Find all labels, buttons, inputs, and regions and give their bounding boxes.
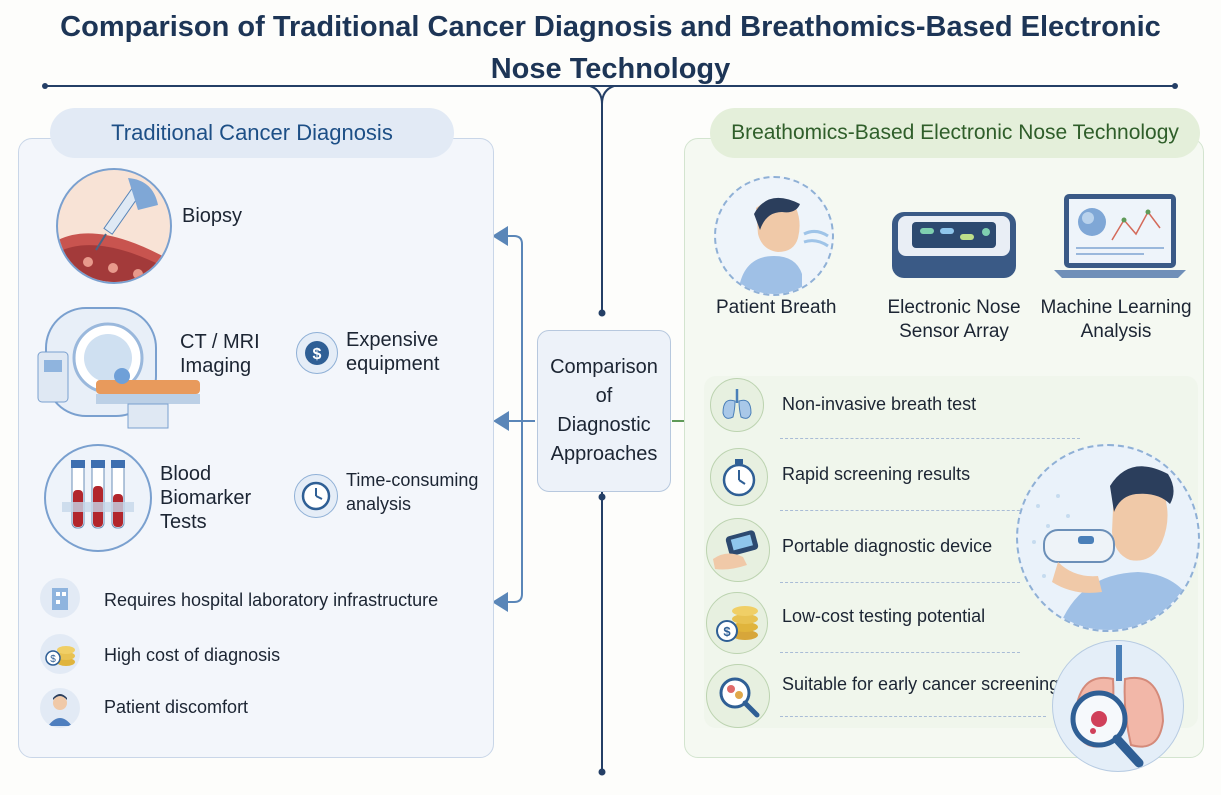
time-line-2: analysis	[346, 494, 412, 514]
electronic-nose-icon	[890, 208, 1018, 282]
center-line-1: Comparison	[550, 356, 658, 378]
hospital-icon	[40, 578, 80, 618]
portable-device-icon	[706, 518, 770, 582]
ct-mri-label: CT / MRI Imaging	[180, 330, 260, 378]
stopwatch-icon	[710, 448, 768, 506]
feature-non-invasive: Non-invasive breath test	[782, 394, 977, 414]
biopsy-icon	[56, 168, 172, 284]
feature-portable: Portable diagnostic device	[782, 536, 993, 556]
blood-label: Blood Biomarker Tests	[160, 462, 251, 534]
expensive-line-1: Expensive	[346, 329, 439, 351]
lungs-magnifier-illustration	[1052, 640, 1184, 772]
biopsy-label: Biopsy	[182, 205, 243, 227]
center-line-2: of	[595, 385, 613, 407]
svg-text:$: $	[313, 346, 322, 363]
breathomics-heading: Breathomics-Based Electronic Nose Techno…	[710, 108, 1200, 158]
feature-low-cost: Low-cost testing potential	[782, 606, 986, 626]
patient-icon	[40, 688, 80, 728]
left-bracket	[498, 235, 535, 603]
blood-line-1: Blood	[160, 463, 212, 485]
feature-rapid: Rapid screening results	[782, 464, 971, 484]
divider	[780, 582, 1020, 583]
divider	[780, 716, 1046, 717]
svg-text:$: $	[50, 654, 56, 665]
bullet-cost: High cost of diagnosis	[104, 645, 281, 665]
step2-line-1: Electronic Nose	[887, 297, 1021, 318]
coins-icon: $	[40, 634, 80, 674]
blood-line-2: Biomarker	[160, 487, 252, 509]
divider	[780, 438, 1080, 439]
patient-breath-icon	[714, 176, 834, 296]
bullet-discomfort: Patient discomfort	[104, 697, 249, 717]
coins-icon: $	[706, 592, 768, 654]
svg-text:$: $	[723, 624, 731, 639]
dollar-icon: $	[296, 332, 338, 374]
patient-inhaler-illustration	[1016, 444, 1200, 632]
blood-tubes-icon	[44, 444, 152, 552]
title-line-1: Comparison of Traditional Cancer Diagnos…	[60, 11, 1161, 43]
bullet-hospital: Requires hospital laboratory infrastruct…	[104, 590, 439, 610]
ct-line-2: Imaging	[180, 355, 252, 377]
step2-line-2: Sensor Array	[899, 321, 1009, 342]
traditional-heading: Traditional Cancer Diagnosis	[50, 108, 454, 158]
blood-line-3: Tests	[160, 511, 207, 533]
lungs-icon	[710, 378, 764, 432]
page-title: Comparison of Traditional Cancer Diagnos…	[0, 6, 1221, 90]
time-line-1: Time-consuming	[346, 470, 479, 490]
laptop-analysis-icon	[1054, 190, 1186, 282]
ct-line-1: CT / MRI	[180, 331, 260, 353]
step-electronic-nose: Electronic Nose Sensor Array	[886, 296, 1022, 344]
expensive-line-2: equipment	[346, 353, 440, 375]
title-line-2: Nose Technology	[490, 53, 731, 85]
center-line-4: Approaches	[550, 443, 658, 465]
center-line-3: Diagnostic	[557, 414, 651, 436]
step-patient-breath: Patient Breath	[716, 297, 837, 318]
divider	[780, 652, 1020, 653]
clock-icon	[294, 474, 338, 518]
divider	[780, 510, 1040, 511]
step3-line-2: Analysis	[1080, 321, 1152, 342]
ct-scanner-icon	[36, 302, 204, 432]
feature-early-screening: Suitable for early cancer screening	[782, 674, 1060, 694]
magnifier-icon	[706, 664, 770, 728]
step3-line-1: Machine Learning	[1040, 297, 1192, 318]
expensive-label: Expensive equipment	[346, 328, 439, 376]
comparison-box: Comparison of Diagnostic Approaches	[537, 330, 671, 492]
time-consuming-label: Time-consuming analysis	[346, 468, 478, 516]
step-ml-analysis: Machine Learning Analysis	[1040, 296, 1192, 344]
